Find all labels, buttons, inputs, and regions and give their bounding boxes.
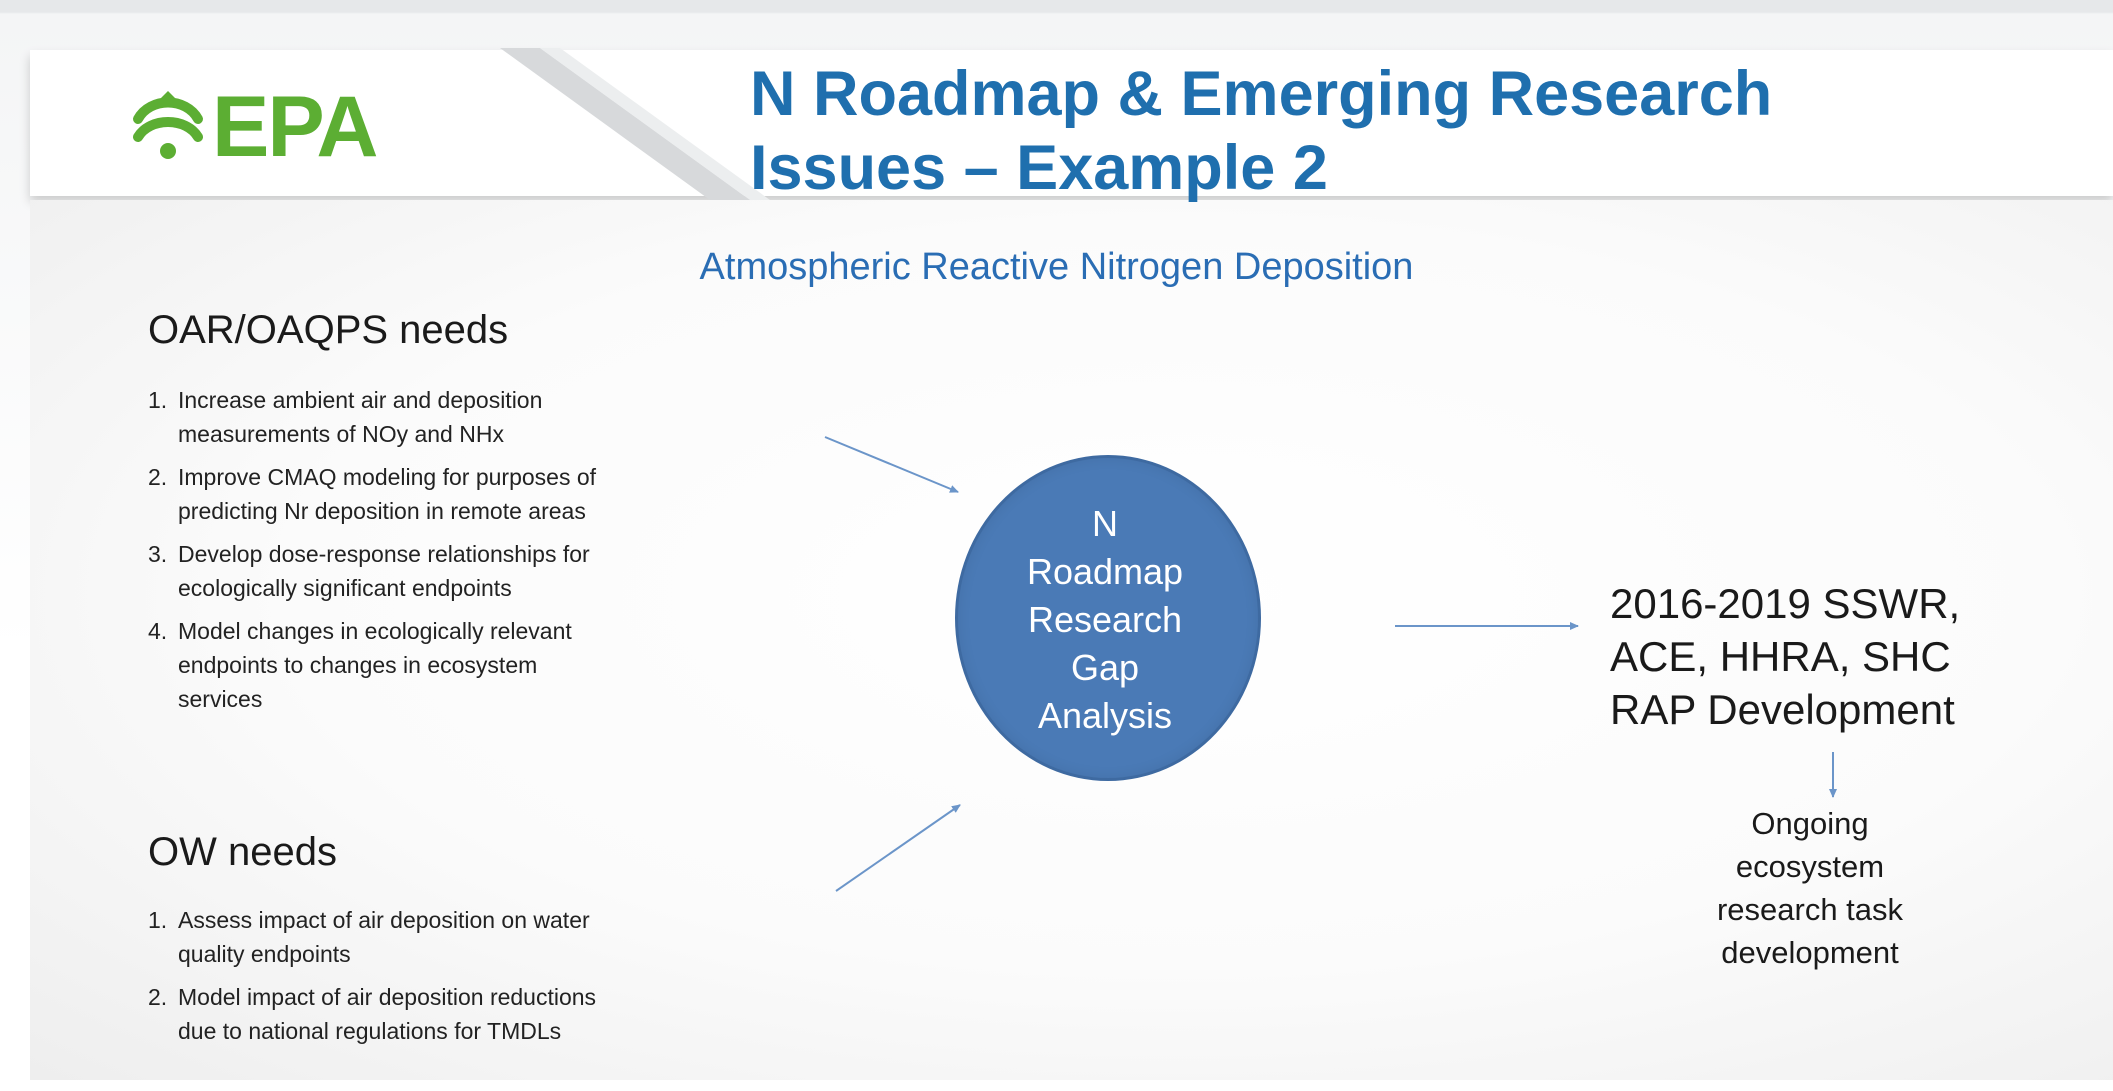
list-item-number: 3. [148,541,168,567]
list-item-line: measurements of NOy and NHx [178,421,504,447]
followup-node-line: development [1721,935,1899,970]
output-node-line: 2016-2019 SSWR, [1610,580,1961,627]
ow-needs-list: 1. Assess impact of air deposition on wa… [148,903,596,1057]
list-item-line: services [178,686,263,712]
list-item-line: Increase ambient air and deposition [178,387,543,413]
list-item-number: 2. [148,464,168,490]
list-item-number: 1. [148,387,168,413]
list-item-line: ecologically significant endpoints [178,575,512,601]
center-node-line: Analysis [1037,695,1173,736]
oar-needs-heading: OAR/OAQPS needs [148,308,509,352]
output-node: 2016-2019 SSWR, ACE, HHRA, SHC RAP Devel… [1610,577,2090,736]
epa-flower-icon [133,91,203,159]
oar-needs-list: 1. Increase ambient air and deposition m… [148,383,596,725]
list-item-number: 1. [148,907,168,933]
output-node-line: RAP Development [1610,686,1955,733]
list-item-line: quality endpoints [178,941,351,967]
list-item-number: 2. [148,984,168,1010]
center-node-line: Research [1027,599,1183,640]
center-node-line: N [1092,503,1118,544]
list-item-line: Model impact of air deposition reduction… [178,984,597,1010]
followup-node-line: Ongoing [1751,806,1869,841]
followup-node: Ongoing ecosystem research task developm… [1660,802,1960,974]
output-node-line: ACE, HHRA, SHC [1610,633,1951,680]
list-item: 1. Assess impact of air deposition on wa… [148,903,596,971]
list-item-number: 4. [148,618,168,644]
list-item-line: Improve CMAQ modeling for purposes of [178,464,597,490]
slide-title: N Roadmap & Emerging Research Issues – E… [750,58,1950,205]
list-item: 4. Model changes in ecologically relevan… [148,614,596,716]
list-item-line: endpoints to changes in ecosystem [178,652,538,678]
epa-logo: EPA [130,79,378,175]
header-diagonal-divider [500,48,770,200]
list-item-line: due to national regulations for TMDLs [178,1018,562,1044]
title-line-2: Issues – Example 2 [750,132,1328,203]
list-item-line: Assess impact of air deposition on water [178,907,590,933]
list-item-line: Develop dose-response relationships for [178,541,590,567]
epa-logo-text: EPA [212,79,378,175]
list-item: 3. Develop dose-response relationships f… [148,537,596,605]
followup-node-line: research task [1716,892,1904,927]
center-node-line: Gap [1070,647,1140,688]
center-node-oval [955,455,1261,781]
followup-node-line: ecosystem [1735,849,1885,884]
list-item: 2. Model impact of air deposition reduct… [148,980,596,1048]
center-node-line: Roadmap [1026,551,1184,592]
header-band [30,50,2113,196]
arrow-ow-to-center [835,804,961,892]
ow-needs-heading: OW needs [148,830,337,874]
list-item: 2. Improve CMAQ modeling for purposes of… [148,460,596,528]
arrow-oar-to-center [824,436,959,493]
diagram-subtitle: Atmospheric Reactive Nitrogen Deposition [699,246,1414,288]
center-node-label: N Roadmap Research Gap Analysis [955,500,1255,740]
list-item-line: predicting Nr deposition in remote areas [178,498,586,524]
list-item: 1. Increase ambient air and deposition m… [148,383,596,451]
title-line-1: N Roadmap & Emerging Research [750,59,1773,129]
list-item-line: Model changes in ecologically relevant [178,618,572,644]
